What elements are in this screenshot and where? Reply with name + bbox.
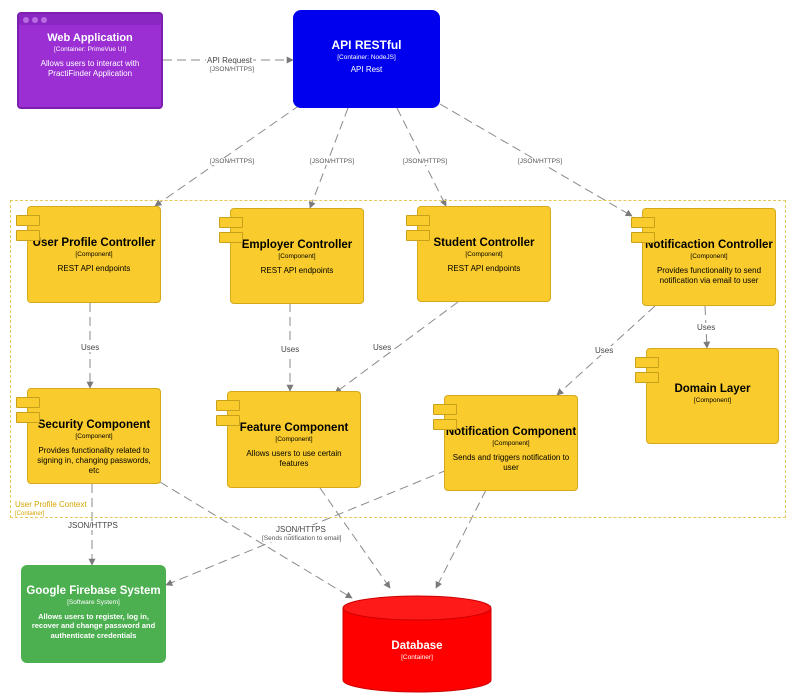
- notification-component-node[interactable]: Notification Component [Component] Sends…: [433, 395, 578, 491]
- component-tab-icon: [433, 404, 457, 415]
- node-title: Domain Layer: [674, 383, 751, 395]
- node-title: Feature Component: [239, 422, 349, 434]
- component-tab-icon: [631, 217, 655, 228]
- window-dots-icon: [23, 17, 47, 23]
- edge-label-ec-uses: Uses: [280, 345, 301, 354]
- node-title: Security Component: [37, 419, 151, 431]
- node-title: Notificaction Controller: [645, 239, 773, 251]
- node-tag: [Component]: [690, 253, 728, 260]
- node-description: Allows users to interact with PractiFind…: [40, 59, 140, 78]
- edge-label-nc-uses-notification: Uses: [594, 346, 615, 355]
- edge-label-api-to-upc: [JSON/HTTPS]: [209, 158, 256, 165]
- node-tag: [Container: PrimeVue UI]: [53, 46, 126, 53]
- component-tab-icon: [406, 215, 430, 226]
- node-tag: [Component]: [278, 253, 316, 260]
- node-description: API Rest: [350, 65, 383, 74]
- node-title: Student Controller: [433, 237, 535, 249]
- edge-label-notification-to-firebase: JSON/HTTPS: [275, 525, 327, 534]
- edge-api-to-student-controller: [396, 107, 447, 207]
- node-tag: [Component]: [75, 251, 113, 258]
- edge-label-notification-to-firebase-tech: [Sends notification to email]: [261, 535, 343, 542]
- node-tag: [Software System]: [67, 599, 120, 606]
- node-title: Employer Controller: [241, 239, 353, 251]
- edge-label-nc-uses-domain: Uses: [696, 323, 717, 332]
- node-tag: [Component]: [492, 440, 530, 447]
- node-description: Provides functionality to send notificat…: [656, 266, 762, 285]
- component-tab-icon: [16, 230, 40, 241]
- component-tab-icon: [406, 230, 430, 241]
- node-title: API RESTful: [331, 38, 402, 52]
- node-tag: [Component]: [275, 436, 313, 443]
- node-title: Database: [391, 640, 443, 652]
- node-description: Sends and triggers notification to user: [452, 453, 570, 472]
- node-description: REST API endpoints: [447, 264, 521, 273]
- edge-label-api-request: API Request: [206, 56, 253, 65]
- edge-label-api-to-ec: [JSON/HTTPS]: [309, 158, 356, 165]
- node-description: Allows users to use certain features: [246, 449, 342, 468]
- database-label: Database [Container]: [343, 640, 491, 661]
- component-tab-icon: [16, 397, 40, 408]
- boundary-label: User Profile Context: [15, 500, 87, 509]
- node-tag: [Container]: [401, 654, 433, 661]
- component-tab-icon: [631, 232, 655, 243]
- component-tab-icon: [16, 215, 40, 226]
- api-restful-node[interactable]: API RESTful [Container: NodeJS] API Rest: [293, 10, 440, 108]
- component-tab-icon: [216, 415, 240, 426]
- feature-component-node[interactable]: Feature Component [Component] Allows use…: [216, 391, 361, 488]
- edge-label-api-to-nc: [JSON/HTTPS]: [517, 158, 564, 165]
- component-tab-icon: [635, 372, 659, 383]
- google-firebase-system-node[interactable]: Google Firebase System [Software System]…: [21, 565, 166, 663]
- node-title: User Profile Controller: [32, 237, 156, 249]
- node-tag: [Container: NodeJS]: [337, 54, 396, 61]
- node-description: REST API endpoints: [57, 264, 131, 273]
- component-tab-icon: [219, 232, 243, 243]
- edge-label-api-request-tech: [JSON/HTTPS]: [209, 66, 256, 73]
- security-component-node[interactable]: Security Component [Component] Provides …: [16, 388, 161, 484]
- node-tag: [Component]: [693, 397, 732, 404]
- user-profile-context-boundary: [10, 200, 786, 518]
- node-title: Notification Component: [445, 426, 577, 438]
- edge-label-api-to-sc: [JSON/HTTPS]: [402, 158, 449, 165]
- edge-label-sc-uses: Uses: [372, 343, 393, 352]
- boundary-tag: [Container]: [15, 511, 45, 517]
- component-tab-icon: [433, 419, 457, 430]
- node-description: Provides functionality related to signin…: [37, 446, 151, 475]
- node-title: Web Application: [47, 32, 133, 44]
- notification-controller-node[interactable]: Notificaction Controller [Component] Pro…: [631, 208, 776, 306]
- edge-api-to-user-profile-controller: [154, 104, 301, 207]
- component-tab-icon: [16, 412, 40, 423]
- employer-controller-node[interactable]: Employer Controller [Component] REST API…: [219, 208, 364, 304]
- domain-layer-node[interactable]: Domain Layer [Component]: [635, 348, 779, 444]
- web-application-node[interactable]: Web Application [Container: PrimeVue UI]…: [17, 12, 163, 109]
- component-tab-icon: [635, 357, 659, 368]
- edge-label-security-to-firebase: JSON/HTTPS: [67, 521, 119, 530]
- component-tab-icon: [219, 217, 243, 228]
- node-description: Allows users to register, log in, recove…: [31, 612, 156, 640]
- edge-label-upc-uses: Uses: [80, 343, 101, 352]
- student-controller-node[interactable]: Student Controller [Component] REST API …: [406, 206, 551, 302]
- node-description: REST API endpoints: [260, 266, 334, 275]
- user-profile-controller-node[interactable]: User Profile Controller [Component] REST…: [16, 206, 161, 303]
- node-title: Google Firebase System: [26, 585, 161, 597]
- component-tab-icon: [216, 400, 240, 411]
- node-tag: [Component]: [465, 251, 503, 258]
- window-titlebar: [19, 14, 161, 25]
- node-tag: [Component]: [75, 433, 113, 440]
